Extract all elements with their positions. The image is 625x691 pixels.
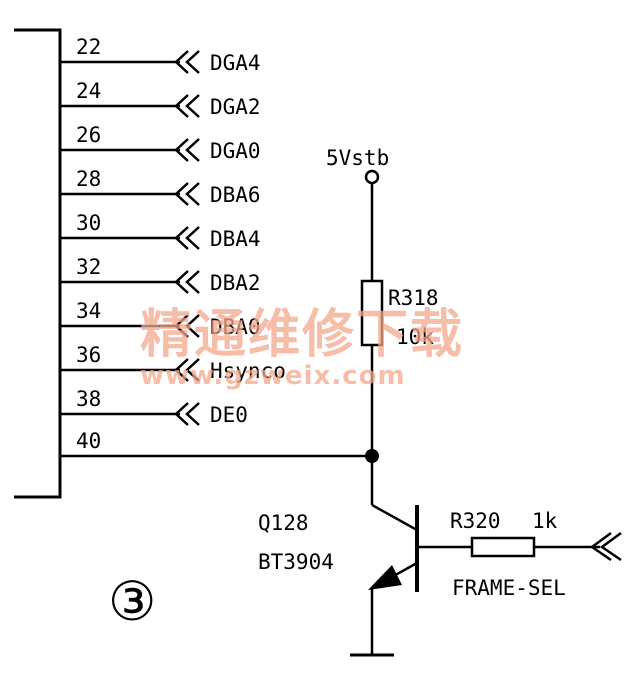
r320-value: 1k	[532, 509, 558, 533]
off-page-arrow-34	[174, 314, 200, 338]
connector-bracket	[14, 28, 62, 499]
frame-sel-input-arrow	[589, 531, 612, 562]
pin-number-26: 26	[76, 123, 101, 147]
pin-number-34: 34	[76, 299, 101, 323]
off-page-arrow-28	[174, 182, 200, 206]
off-page-arrow-22	[174, 50, 200, 74]
net-label-de0: DE0	[210, 403, 248, 427]
pin-number-22: 22	[76, 35, 101, 59]
frame-sel-input-arrow-2	[599, 531, 622, 562]
watermark-url: www.gzweix.com	[140, 361, 406, 391]
junction-dot	[365, 449, 379, 463]
q128-ref: Q128	[258, 511, 309, 535]
net-label-dba0: DBA0	[210, 315, 261, 339]
pin-number-32: 32	[76, 255, 101, 279]
r318-value: 10k	[396, 325, 434, 349]
q128-collector	[371, 503, 418, 532]
pin-number-36: 36	[76, 343, 101, 367]
pin-number-38: 38	[76, 387, 101, 411]
section-marker: ③	[108, 570, 156, 633]
r320-ref: R320	[450, 509, 501, 533]
supply-terminal	[364, 169, 380, 185]
off-page-arrow-24	[174, 94, 200, 118]
r320-body	[470, 536, 536, 558]
off-page-arrow-38	[174, 402, 200, 426]
net-label-dba4: DBA4	[210, 227, 261, 251]
off-page-arrow-26	[174, 138, 200, 162]
pin-number-30: 30	[76, 211, 101, 235]
pin-number-40: 40	[76, 429, 101, 453]
net-label-hsynco: Hsynco	[210, 359, 286, 383]
net-label-dga0: DGA0	[210, 139, 261, 163]
pin-number-28: 28	[76, 167, 101, 191]
off-page-arrow-36	[174, 358, 200, 382]
q128-emitter-arrow	[368, 565, 402, 590]
watermark-text: 精通维修下载	[140, 305, 464, 365]
net-label-dga4: DGA4	[210, 51, 261, 75]
r318-ref: R318	[388, 286, 439, 310]
net-label-dba6: DBA6	[210, 183, 261, 207]
supply-label: 5Vstb	[326, 146, 389, 170]
pin-number-24: 24	[76, 79, 101, 103]
q128-part: BT3904	[258, 550, 334, 574]
off-page-arrow-30	[174, 226, 200, 250]
off-page-arrow-32	[174, 270, 200, 294]
net-label-dga2: DGA2	[210, 95, 261, 119]
frame-sel-label: FRAME-SEL	[452, 576, 566, 600]
net-label-dba2: DBA2	[210, 271, 261, 295]
